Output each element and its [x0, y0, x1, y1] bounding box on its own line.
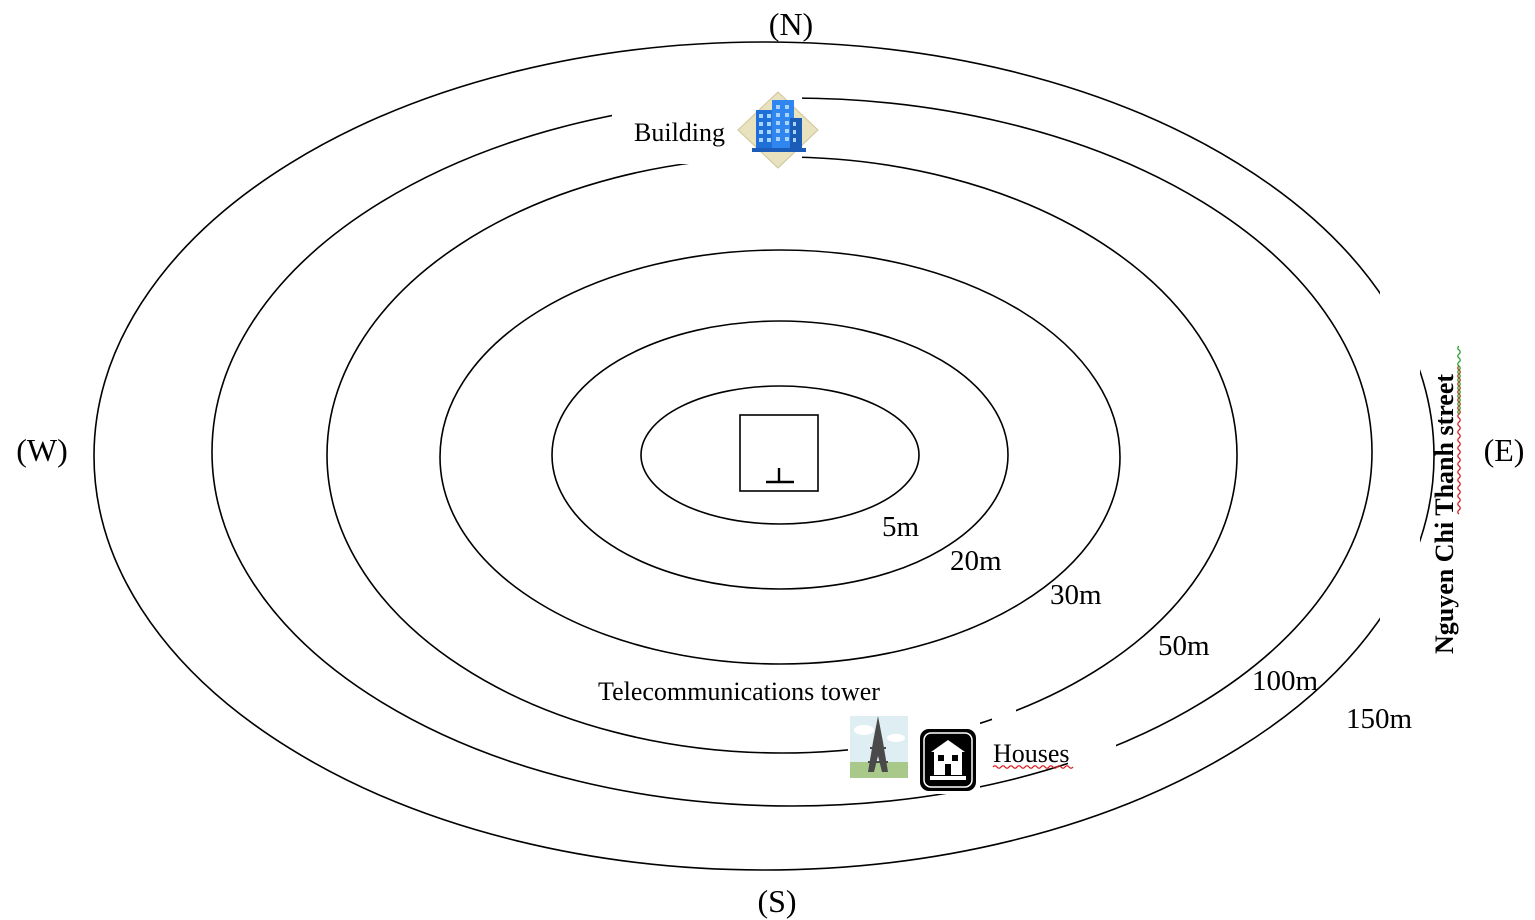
office-building-icon: [737, 91, 819, 169]
ring-gap-street: [1380, 290, 1420, 625]
ring-gap-100m-southeast: [1068, 735, 1116, 783]
ring-5m: [640, 385, 920, 525]
tower-icon: [850, 716, 908, 778]
street-label: Nguyen Chi Thanh street: [1430, 374, 1459, 654]
distance-label: 5m: [882, 511, 920, 543]
compass-east: (E): [1484, 432, 1525, 468]
distance-label: 50m: [1158, 630, 1210, 662]
ring-gap-50m-east: [992, 700, 1016, 720]
compass-south: (S): [757, 883, 796, 919]
spellcheck-underline: [992, 765, 1074, 769]
distance-label: 150m: [1346, 703, 1413, 735]
compass-west: (W): [16, 432, 68, 468]
houses-label: Houses: [993, 739, 1070, 768]
distance-label: 100m: [1252, 665, 1319, 697]
distance-label: 20m: [950, 545, 1002, 577]
ring-20m: [551, 320, 1009, 590]
ring-30m: [439, 249, 1121, 665]
ring-150m: [93, 41, 1435, 871]
distance-label: 30m: [1050, 579, 1102, 611]
tower-label: Telecommunications tower: [598, 677, 880, 706]
house-icon: [920, 729, 976, 791]
grammarcheck-underline: [1457, 345, 1461, 415]
compass-north: (N): [769, 6, 813, 42]
building-label: Building: [634, 118, 725, 147]
survey-point-icon: [739, 414, 819, 492]
